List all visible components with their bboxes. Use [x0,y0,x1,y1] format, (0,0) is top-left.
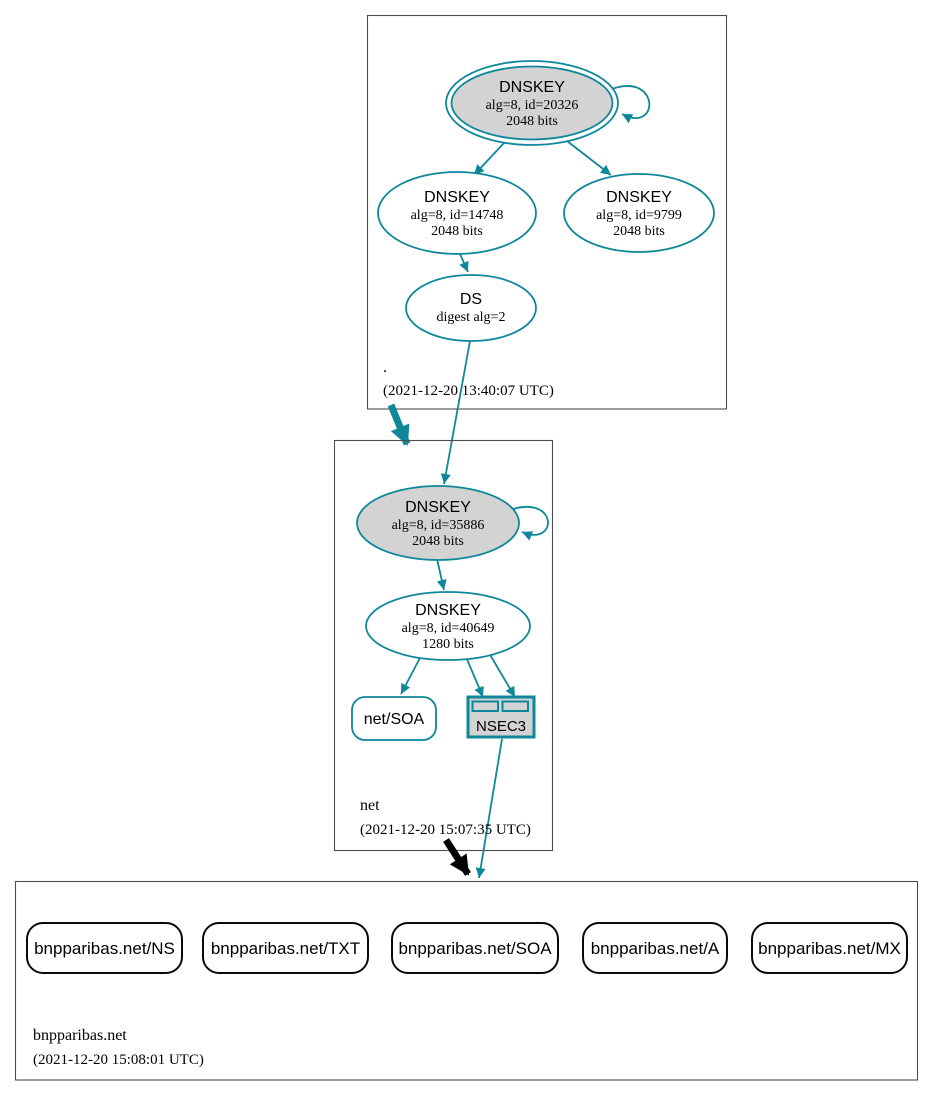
edge-net-zsk-to-nsec3-b [488,652,516,698]
zone-box-bnpparibas [14,880,919,1081]
edge-net-zsk-to-soa [400,655,422,695]
edge-root-zsk1-to-ds [459,253,469,273]
edge-delegation-root-to-net [387,403,411,446]
edge-net-nsec3-to-bnpparibas [475,738,503,879]
node-digest-label: digest alg=2 [437,310,506,325]
node-type-label: DNSKEY [424,189,490,206]
node-alg-label: alg=8, id=20326 [486,98,579,113]
node-root-ds[interactable]: DS digest alg=2 [405,274,537,342]
rrset-label: bnpparibas.net/TXT [211,939,360,958]
node-type-label: DNSKEY [405,499,471,516]
node-alg-label: alg=8, id=9799 [596,208,682,223]
zone-box-root [366,14,728,410]
zone-timestamp-root: (2021-12-20 13:40:07 UTC) [383,383,554,399]
nsec3-label: NSEC3 [476,718,526,735]
node-rrset-ns[interactable]: bnpparibas.net/NS [26,922,183,974]
node-rrset-soa[interactable]: bnpparibas.net/SOA [391,922,559,974]
edge-root-ds-to-net-ksk [440,340,471,485]
edge-net-zsk-to-nsec3-a [465,656,484,698]
rrset-label: bnpparibas.net/A [591,939,720,958]
node-type-label: DNSKEY [415,602,481,619]
edge-root-ksk-to-zsk2 [566,140,612,176]
zone-box-net [333,439,554,852]
rrset-label: bnpparibas.net/MX [758,939,901,958]
edge-net-ksk-to-zsk [436,558,447,591]
node-net-dnskey-40649[interactable]: DNSKEY alg=8, id=40649 1280 bits [365,591,531,661]
node-type-label: DNSKEY [499,79,565,96]
node-bits-label: 2048 bits [506,114,558,129]
node-bits-label: 2048 bits [412,534,464,549]
zone-label-net: net [360,797,380,814]
node-net-soa[interactable]: net/SOA [351,696,437,741]
node-type-label: DNSKEY [606,189,672,206]
rrset-label: bnpparibas.net/SOA [398,939,552,958]
edge-root-ksk-selfloop [611,85,651,124]
node-type-label: DS [460,291,482,308]
edge-net-ksk-selfloop [512,506,549,541]
node-root-dnskey-14748[interactable]: DNSKEY alg=8, id=14748 2048 bits [377,171,537,255]
zone-label-root: . [383,359,387,376]
zone-timestamp-net: (2021-12-20 15:07:35 UTC) [360,822,531,838]
node-rrset-a[interactable]: bnpparibas.net/A [582,922,728,974]
node-net-ksk-dnskey-35886[interactable]: DNSKEY alg=8, id=35886 2048 bits [356,485,520,561]
rrset-label: bnpparibas.net/NS [34,939,175,958]
node-bits-label: 1280 bits [422,637,474,652]
node-root-dnskey-9799[interactable]: DNSKEY alg=8, id=9799 2048 bits [563,173,715,253]
node-alg-label: alg=8, id=40649 [402,621,495,636]
zone-timestamp-bnpparibas: (2021-12-20 15:08:01 UTC) [33,1052,204,1068]
node-alg-label: alg=8, id=35886 [392,518,485,533]
node-bits-label: 2048 bits [431,224,483,239]
node-root-ksk-dnskey-20326[interactable]: DNSKEY alg=8, id=20326 2048 bits [445,60,619,146]
edge-root-ksk-to-zsk1 [473,142,505,176]
edge-delegation-net-to-bnpparibas [443,838,471,876]
rrset-label: net/SOA [364,711,425,728]
zone-label-bnpparibas: bnpparibas.net [33,1027,127,1044]
node-rrset-mx[interactable]: bnpparibas.net/MX [751,922,908,974]
node-alg-label: alg=8, id=14748 [411,208,504,223]
node-bits-label: 2048 bits [613,224,665,239]
node-rrset-txt[interactable]: bnpparibas.net/TXT [202,922,369,974]
node-net-nsec3[interactable]: NSEC3 [466,695,536,739]
